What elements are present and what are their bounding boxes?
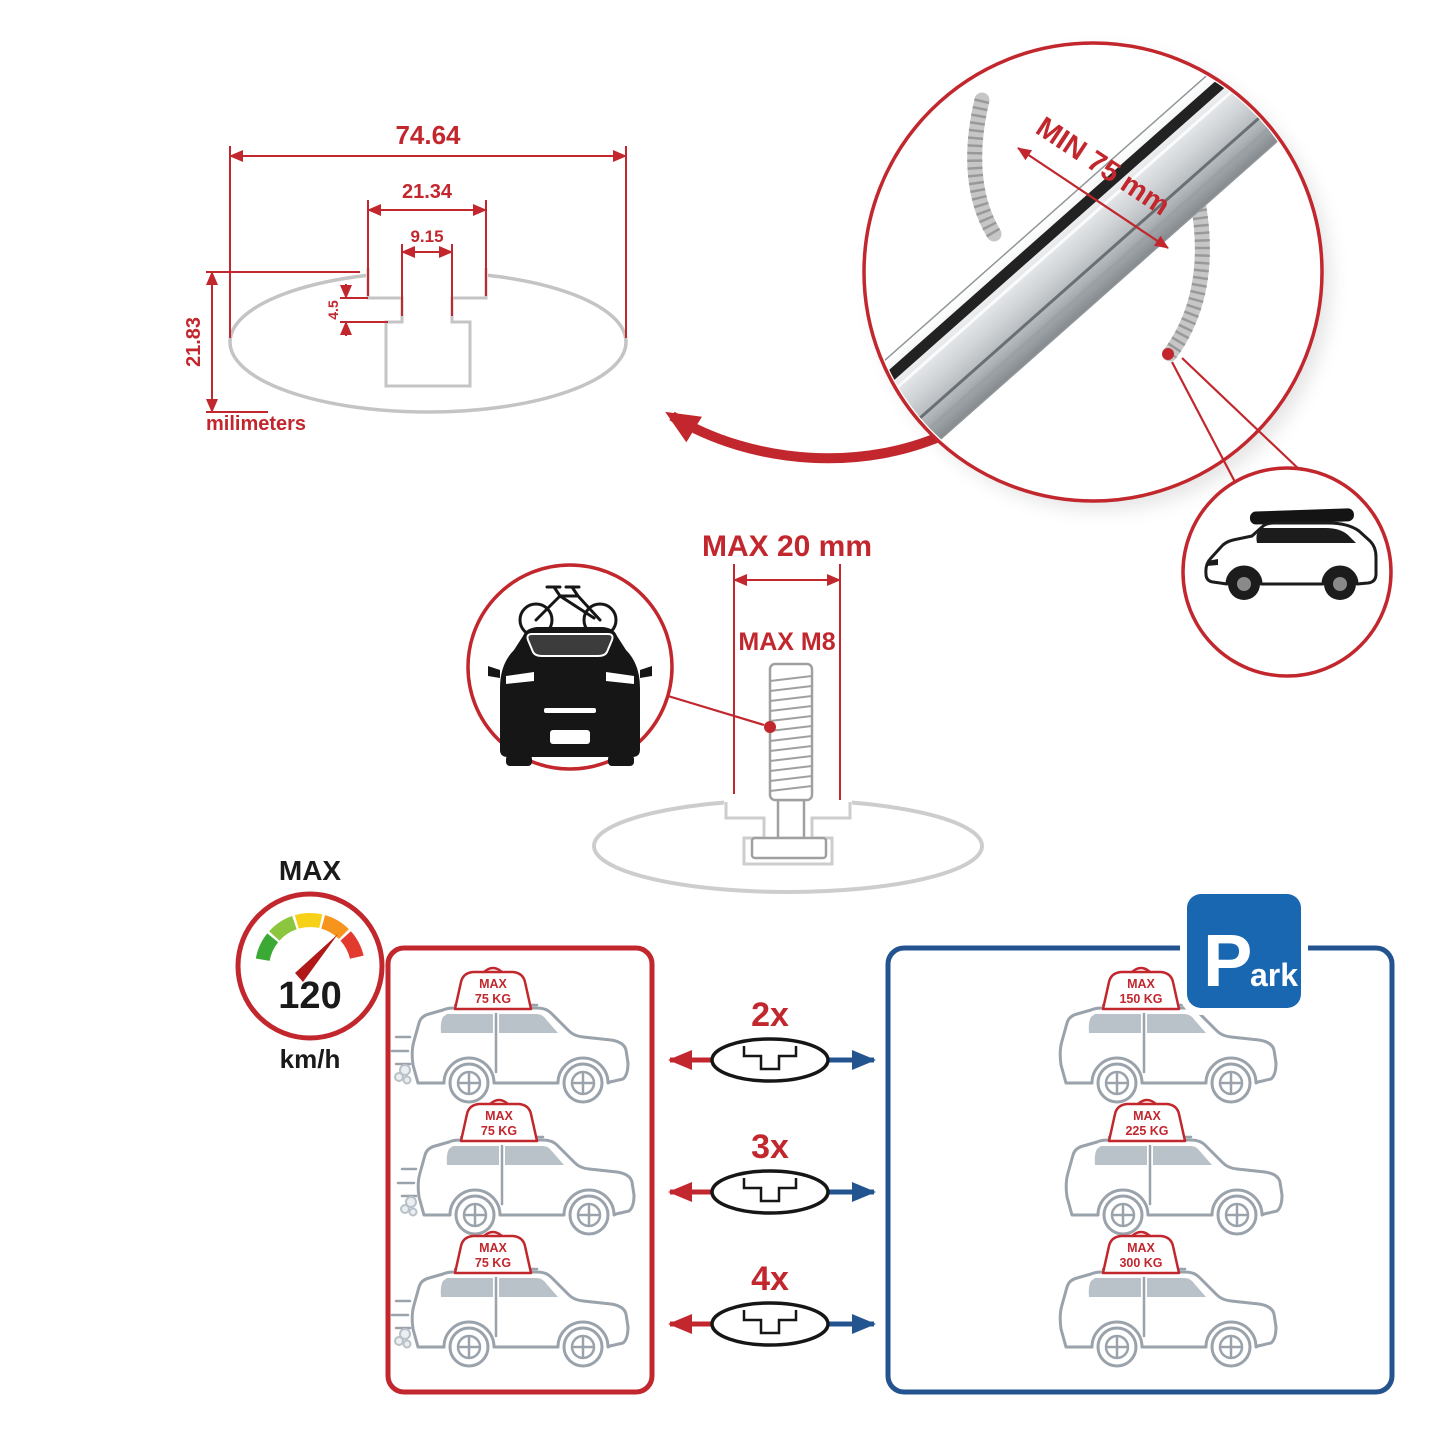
suv-roofbox-illustration (1204, 508, 1378, 600)
speed-unit: km/h (280, 1044, 341, 1074)
dim-recess-width: 21.34 (402, 181, 453, 203)
multiplier-label: 4x (751, 1260, 789, 1298)
car-with-cargo: MAX 75 KG (390, 1230, 630, 1368)
cargo-weight: 75 KG (475, 1256, 511, 1270)
roof-box-icon (1249, 508, 1354, 525)
unit-label: milimeters (206, 413, 306, 435)
callout-connectors (1171, 357, 1304, 483)
crossbar-profile-icon (710, 1301, 830, 1347)
dim-lip-depth: 4.5 (325, 300, 341, 320)
driving-panel: MAX 75 KG MAX 75 KG MAX 75 KG (385, 945, 655, 1395)
callout-dot (764, 721, 776, 733)
multiplier-label: 2x (751, 996, 789, 1034)
cargo-max-label: MAX (1127, 1241, 1155, 1255)
t-bolt-foot (750, 836, 828, 860)
parked-panel: MAX 150 KG MAX 225 KG MAX 300 KG (885, 945, 1395, 1395)
car-with-cargo: MAX 300 KG (1058, 1230, 1278, 1368)
cargo-weight: 150 KG (1119, 992, 1162, 1006)
multiplier-label: 3x (751, 1128, 789, 1166)
callout-dot (1162, 348, 1174, 360)
t-slot-profile (366, 268, 488, 388)
crossbar-profile-icon (710, 1037, 830, 1083)
callout-arrow (665, 411, 953, 464)
suv-roofbox-circle (1181, 466, 1393, 678)
cross-section-diagram: 74.64 21.34 9.15 4.5 21.83 milimeters (183, 120, 628, 435)
speed-limit-gauge: MAX 120 km/h (235, 855, 385, 1074)
cargo-max-label: MAX (1133, 1109, 1161, 1123)
car-with-cargo: MAX 225 KG (1064, 1098, 1284, 1236)
car-with-cargo: MAX 75 KG (396, 1098, 636, 1236)
car-with-cargo: MAX 75 KG (390, 966, 630, 1104)
park-sign: P ark (1180, 887, 1308, 1015)
crossbar-profile-icon (710, 1169, 830, 1215)
multiplier-row-1: 2x (668, 996, 876, 1083)
park-sign-letter: P (1203, 919, 1252, 1002)
cargo-max-label: MAX (479, 977, 507, 991)
cargo-weight: 75 KG (481, 1124, 517, 1138)
clamp-hook-icon (1162, 194, 1210, 362)
speed-max-label: MAX (279, 855, 342, 886)
multiplier-row-2: 3x (668, 1128, 876, 1215)
cargo-weight: 225 KG (1125, 1124, 1168, 1138)
multiplier-row-3: 4x (668, 1260, 876, 1347)
cargo-max-label: MAX (1127, 977, 1155, 991)
car-with-cargo: MAX 150 KG (1058, 966, 1278, 1104)
crossbar-detail-circle: MIN 75 mm (862, 41, 1331, 510)
gauge-needle-icon (295, 934, 338, 982)
max-length-label: MAX 20 mm (702, 530, 872, 563)
speed-value: 120 (278, 975, 341, 1017)
bike-car-circle (466, 563, 674, 771)
bike-car-illustration (488, 585, 652, 766)
dim-slot-width: 9.15 (410, 227, 443, 246)
cargo-weight: 75 KG (475, 992, 511, 1006)
t-bolt-neck (776, 798, 806, 840)
cargo-max-label: MAX (485, 1109, 513, 1123)
max-thread-label: MAX M8 (738, 628, 835, 656)
cargo-max-label: MAX (479, 1241, 507, 1255)
bolt-diagram: MAX 20 mm MAX M8 (592, 530, 984, 894)
cargo-weight: 300 KG (1119, 1256, 1162, 1270)
dim-total-height: 21.83 (183, 317, 205, 367)
dim-total-width: 74.64 (395, 120, 461, 150)
park-sign-rest: ark (1250, 957, 1298, 993)
